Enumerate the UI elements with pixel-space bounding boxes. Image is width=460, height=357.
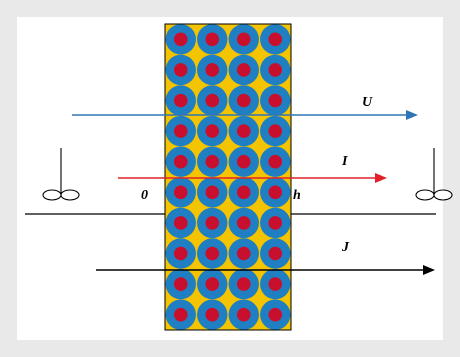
particle [260, 24, 291, 55]
particle-core [268, 63, 283, 77]
particle [165, 268, 196, 300]
particle [165, 85, 196, 116]
particle-core [173, 124, 188, 138]
particle [197, 54, 228, 86]
particle-core [173, 216, 188, 230]
particle [165, 54, 196, 86]
particle-core [268, 124, 283, 138]
particle [228, 115, 259, 147]
particle [197, 299, 228, 330]
particle [228, 146, 259, 177]
label-right-boundary: h [293, 188, 301, 203]
particle [260, 146, 291, 177]
particle [165, 238, 196, 269]
particle [197, 146, 228, 177]
particle-core [173, 185, 188, 200]
stirrer-icon-left [42, 148, 80, 201]
particle-core [268, 307, 283, 322]
particle [228, 207, 259, 239]
particle [197, 207, 228, 239]
particle [197, 85, 228, 116]
particle-core [173, 32, 188, 47]
particle [197, 177, 228, 208]
particle [228, 85, 259, 116]
particle-core [205, 32, 220, 47]
particle [260, 54, 291, 86]
slab-border [164, 23, 292, 331]
particle-core [205, 277, 220, 291]
particle-core [173, 93, 188, 108]
particle [165, 299, 196, 330]
particle [228, 54, 259, 86]
arrow-j-head [423, 265, 435, 275]
particle [197, 24, 228, 55]
particle-core [173, 63, 188, 77]
particle-core [205, 124, 220, 138]
particle-core [268, 32, 283, 47]
particle [197, 268, 228, 300]
particle-core [205, 246, 220, 261]
arrow-u-head [406, 110, 418, 120]
particle [165, 24, 196, 55]
particle-core [236, 216, 251, 230]
particle-core [236, 185, 251, 200]
particle [260, 238, 291, 269]
particle-core [173, 246, 188, 261]
particle [197, 238, 228, 269]
particle [165, 207, 196, 239]
particle-core [268, 216, 283, 230]
particle-core [268, 185, 283, 200]
particle [260, 299, 291, 330]
particle [260, 177, 291, 208]
particle-core [205, 154, 220, 169]
particle-core [236, 154, 251, 169]
particle [165, 115, 196, 147]
particle-core [173, 307, 188, 322]
particle [228, 268, 259, 300]
particle-core [268, 93, 283, 108]
particle-core [236, 307, 251, 322]
particle [260, 85, 291, 116]
arrow-i-head [375, 173, 387, 183]
particle [165, 177, 196, 208]
particle [260, 268, 291, 300]
particle-core [236, 63, 251, 77]
particle-core [173, 277, 188, 291]
particle-core [268, 154, 283, 169]
particle [228, 238, 259, 269]
particle-core [205, 93, 220, 108]
particle-core [205, 216, 220, 230]
particle [165, 146, 196, 177]
label-i: I [341, 154, 348, 169]
particle-core [205, 185, 220, 200]
particle-core [236, 246, 251, 261]
particle-core [268, 277, 283, 291]
stirrer-icon-right [415, 148, 453, 201]
particle [228, 24, 259, 55]
particle-core [236, 277, 251, 291]
label-left-boundary: 0 [141, 188, 148, 203]
membrane-slab [164, 23, 292, 331]
particle [260, 115, 291, 147]
particle-core [205, 63, 220, 77]
particle [260, 207, 291, 239]
particle-core [236, 93, 251, 108]
label-j: J [341, 240, 350, 255]
particle-core [173, 154, 188, 169]
particle [228, 299, 259, 330]
particle [197, 115, 228, 147]
particle-core [268, 246, 283, 261]
particle [228, 177, 259, 208]
particle-core [236, 124, 251, 138]
particle-core [205, 307, 220, 322]
particle-core [236, 32, 251, 47]
label-u: U [362, 95, 373, 110]
